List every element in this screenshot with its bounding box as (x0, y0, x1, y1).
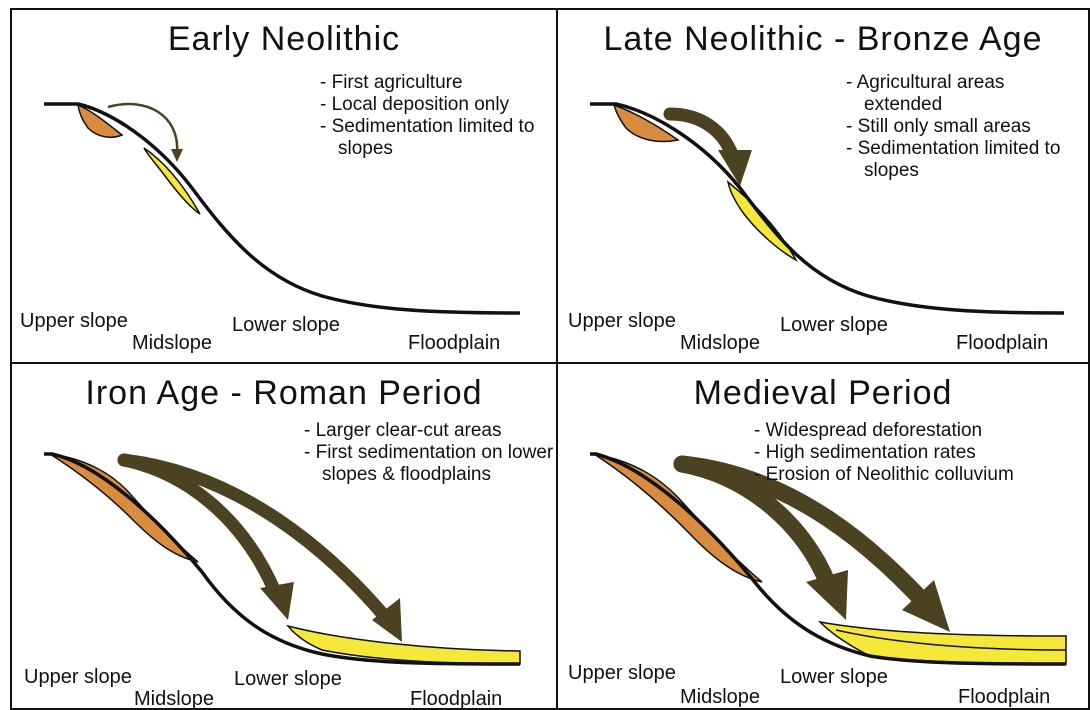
slope-diagram (558, 364, 1090, 710)
notes-list: Agricultural areas extended Still only s… (846, 72, 1086, 182)
label-lower-slope: Lower slope (780, 666, 888, 689)
label-upper-slope: Upper slope (568, 662, 676, 685)
note-item: Larger clear-cut areas (304, 420, 554, 442)
sediment-arrow (108, 104, 177, 153)
label-midslope: Midslope (132, 332, 212, 355)
colluvium-deposit (288, 626, 520, 664)
note-item: Still only small areas (846, 116, 1086, 138)
panel-medieval-period: Medieval Period Widespread deforestation… (556, 362, 1090, 710)
label-lower-slope: Lower slope (232, 314, 340, 337)
note-item: Sedimentation limited to slopes (320, 116, 550, 160)
arrow-head (260, 582, 294, 620)
label-lower-slope: Lower slope (234, 668, 342, 691)
note-item: Sedimentation limited to slopes (846, 138, 1086, 182)
colluvium-deposit (144, 148, 200, 214)
note-item: Widespread deforestation (754, 420, 1088, 442)
label-floodplain: Floodplain (958, 686, 1050, 709)
note-item: High sedimentation rates (754, 442, 1088, 464)
label-midslope: Midslope (680, 686, 760, 709)
arrow-head (171, 149, 183, 162)
label-upper-slope: Upper slope (24, 666, 132, 689)
label-upper-slope: Upper slope (568, 310, 676, 333)
panel-iron-age-roman-period: Iron Age - Roman Period Larger clear-cut… (10, 362, 558, 710)
notes-list: First agriculture Local deposition only … (320, 72, 550, 160)
panel-late-neolithic-bronze-age: Late Neolithic - Bronze Age Agricultural… (556, 8, 1090, 364)
slope-diagram (12, 364, 558, 710)
panel-early-neolithic: Early Neolithic First agriculture Local … (10, 8, 558, 364)
notes-list: Widespread deforestation High sedimentat… (754, 420, 1088, 486)
note-item: First sedimentation on lower slopes & fl… (304, 442, 554, 486)
note-item: First agriculture (320, 72, 550, 94)
label-midslope: Midslope (134, 688, 214, 710)
arrow-head (806, 570, 848, 620)
note-item: Agricultural areas extended (846, 72, 1086, 116)
label-floodplain: Floodplain (956, 332, 1048, 355)
label-upper-slope: Upper slope (20, 310, 128, 333)
label-floodplain: Floodplain (410, 688, 502, 710)
note-item: Erosion of Neolithic colluvium (754, 464, 1088, 486)
label-floodplain: Floodplain (408, 332, 500, 355)
note-item: Local deposition only (320, 94, 550, 116)
colluvium-deposit (728, 182, 796, 260)
label-midslope: Midslope (680, 332, 760, 355)
notes-list: Larger clear-cut areas First sedimentati… (304, 420, 554, 486)
label-lower-slope: Lower slope (780, 314, 888, 337)
